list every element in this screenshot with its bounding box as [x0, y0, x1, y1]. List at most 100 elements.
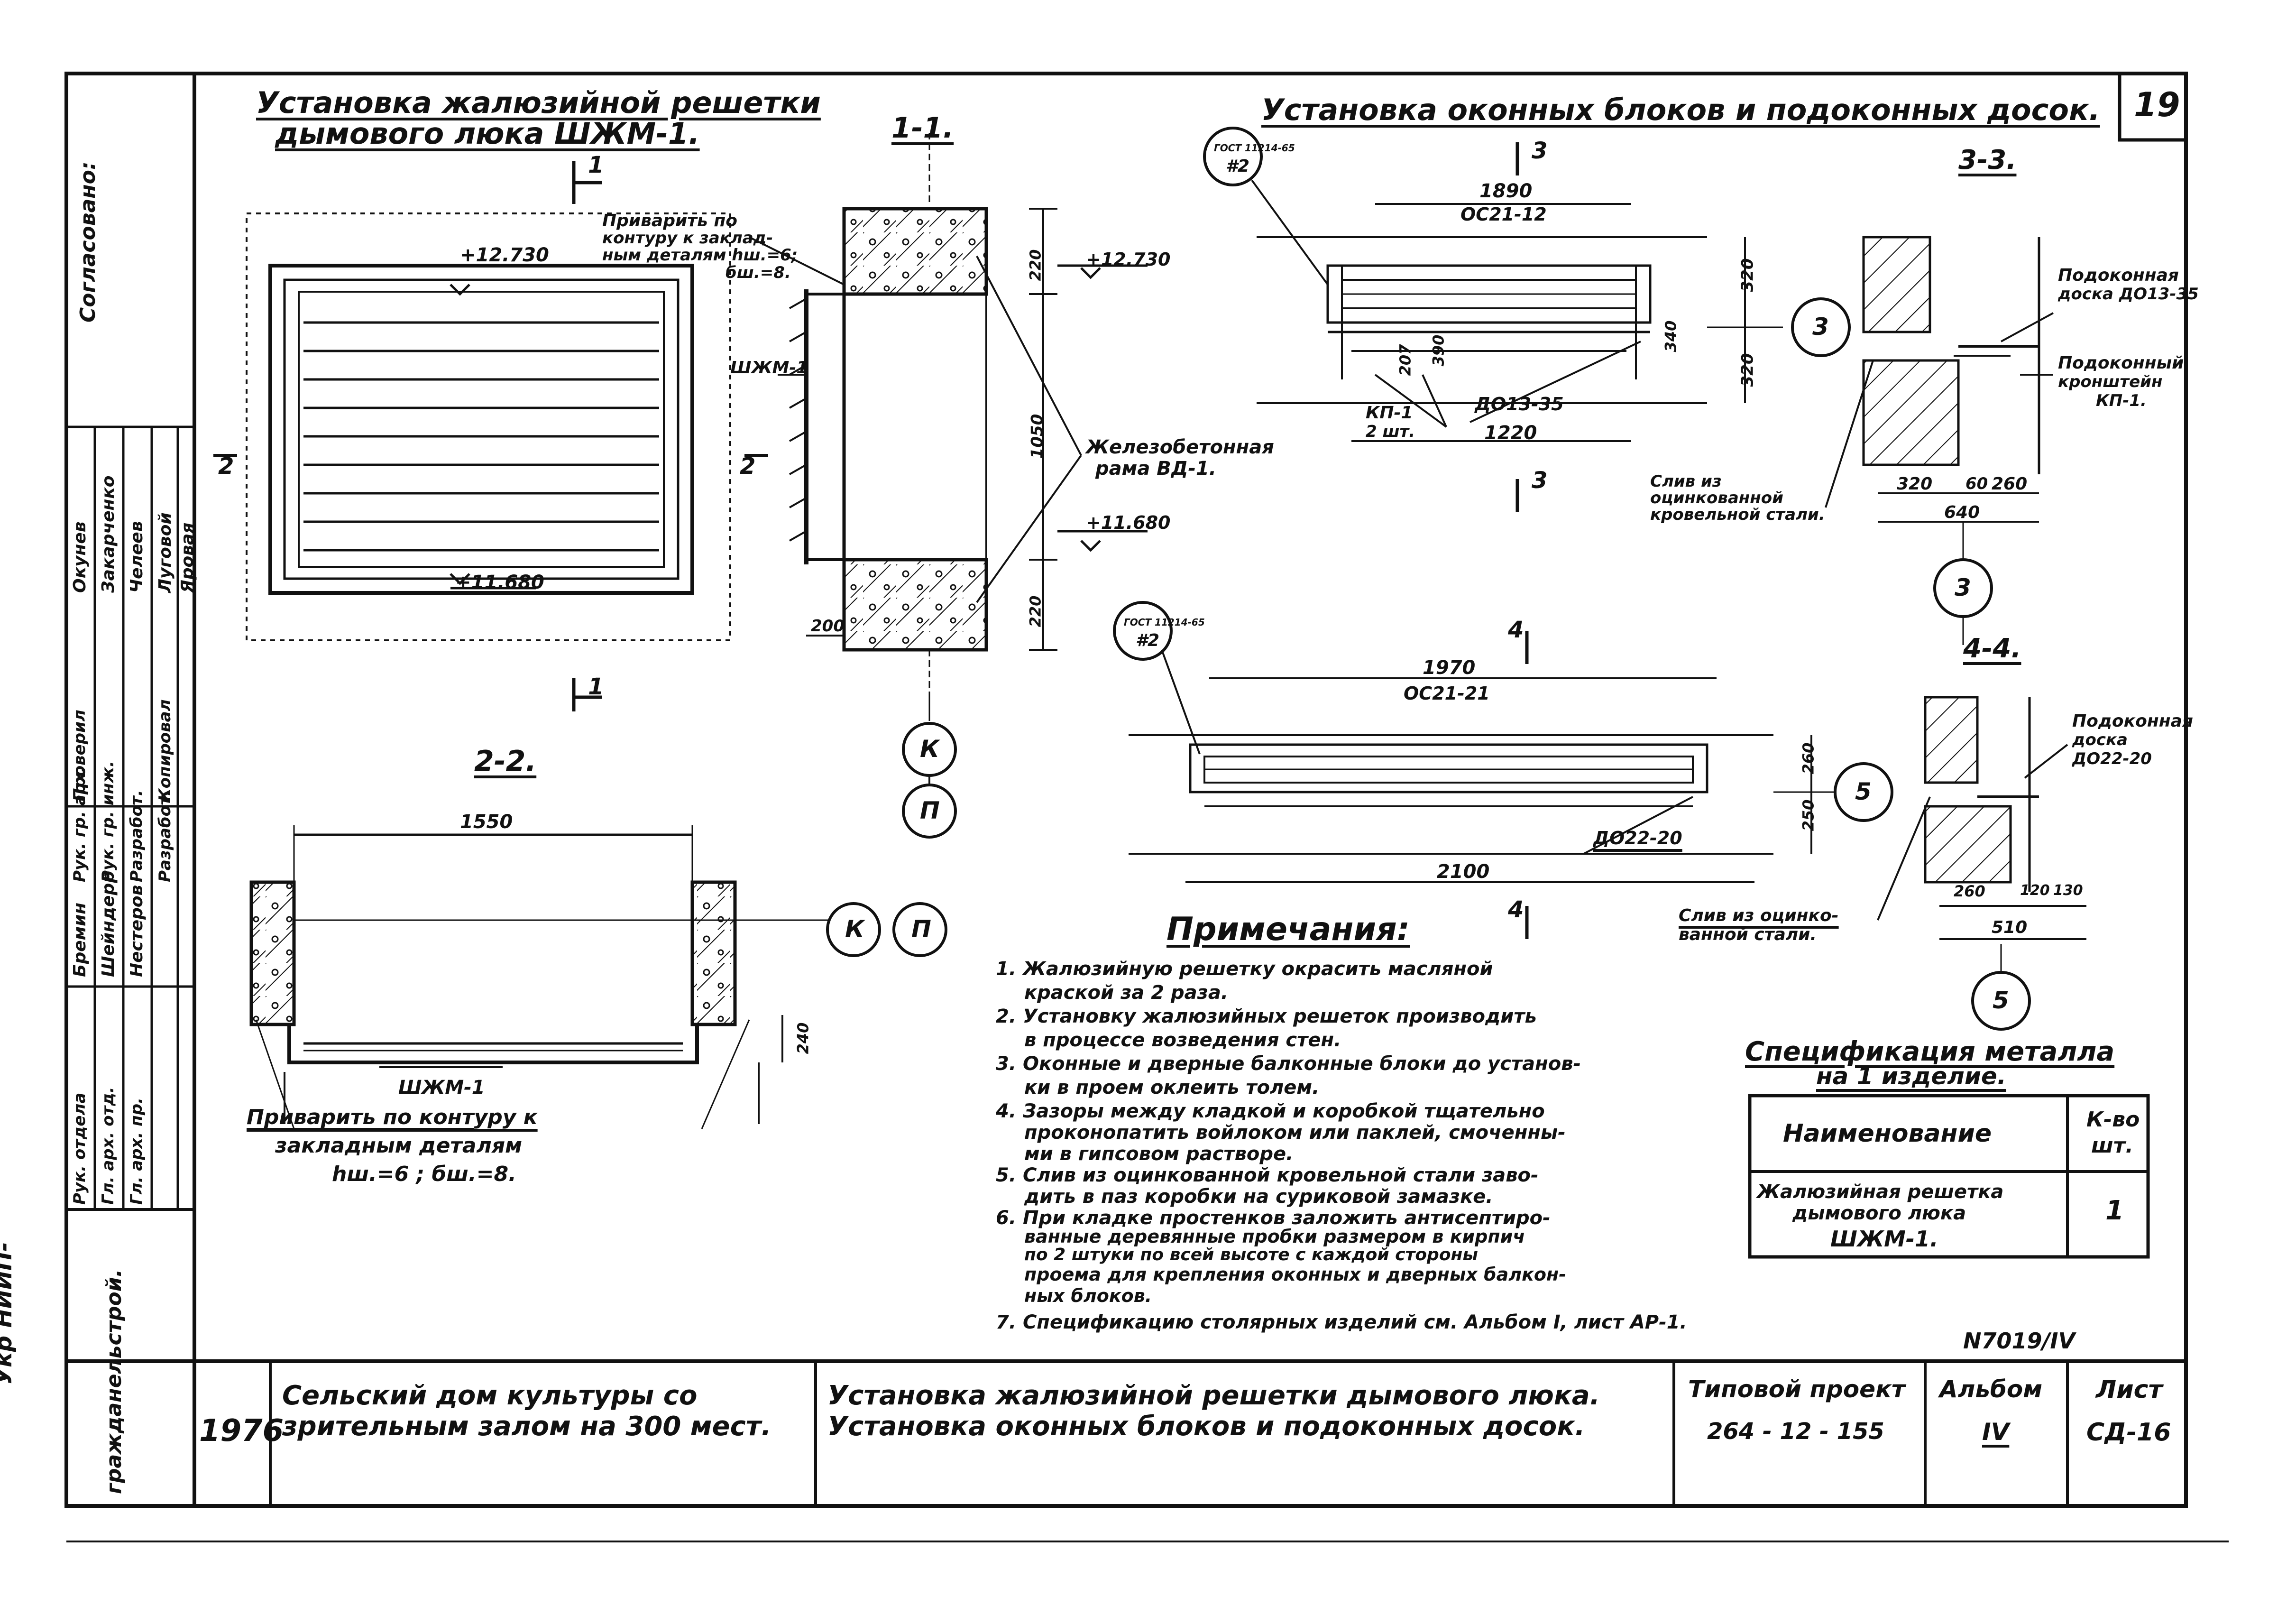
grille-label-2-2: ШЖМ-1 [398, 1077, 485, 1098]
side-approve: Согласовано: [76, 161, 100, 323]
dim-200: 200 [811, 617, 845, 636]
cut-1-top: 1 [588, 152, 604, 178]
spec-col-qty-2: шт. [2091, 1134, 2133, 1158]
stamp-role: Рук. отдела [70, 1092, 89, 1205]
gost-1: ГОСТ 11214-65 [1214, 142, 1295, 154]
weld-note-2: контуру к заклад- [602, 229, 773, 248]
section-2-2-title: 2-2. [474, 745, 537, 778]
sill2-3: ДО22-20 [2072, 749, 2152, 768]
project-label: Типовой проект [1688, 1375, 1905, 1403]
note-line: 6. При кладке простенков заложить антисе… [996, 1207, 1551, 1229]
stamp-role: Гл. арх. отд. [99, 1087, 118, 1205]
dim-250: 250 [1799, 799, 1818, 831]
frame-label-1: Железобетонная [1086, 436, 1274, 458]
mark-top-front: +12.730 [460, 244, 549, 266]
stamp-name: Закарченко [99, 475, 118, 593]
spec-row-name-1: Жалюзийная решетка [1757, 1181, 2004, 1203]
gost-2: ГОСТ 11214-65 [1124, 617, 1205, 628]
dim-1970: 1970 [1423, 657, 1476, 679]
org-1: Укр НИИП- [0, 1242, 17, 1385]
year: 1976 [199, 1413, 284, 1449]
axis-5-plan: 5 [1855, 778, 1872, 805]
window-plan-1 [1203, 127, 1851, 512]
note-line: проема для крепления оконных и дверных б… [1024, 1264, 1567, 1285]
dim-1220: 1220 [1484, 422, 1537, 444]
weld-bottom-3: hш.=6 ; бш.=8. [332, 1162, 516, 1186]
weld-note-1: Приварить по [602, 211, 737, 231]
axis-p-1: П [920, 797, 940, 824]
note-line: ми в гипсовом растворе. [1024, 1143, 1294, 1165]
section-4-4-title: 4-4. [1963, 633, 2021, 664]
stamp-role: Разработ. [156, 790, 174, 882]
section-3-3-title: 3-3. [1958, 145, 2017, 175]
kp-qty: 2 шт. [1366, 422, 1415, 441]
cut-4-top: 4 [1508, 617, 1524, 643]
drip-1: Слив из [1650, 472, 1722, 491]
drawing-title-1: Установка жалюзийной решетки дымового лю… [827, 1380, 1600, 1411]
stamp-name: Луговой [156, 512, 175, 593]
stamp-name: Нестеров [127, 885, 147, 977]
org-2: гражданельстрой. [102, 1269, 126, 1494]
spec-row-name-3: ШЖМ-1. [1830, 1226, 1938, 1252]
note-line: 1. Жалюзийную решетку окрасить масляной [996, 958, 1493, 980]
stamp-role: Рук. гр. инж. [99, 761, 118, 882]
spec-title-2: на 1 изделие. [1816, 1062, 2006, 1090]
project-number: 264 - 12 - 155 [1707, 1418, 1884, 1445]
stamp-name: Яровая [178, 522, 197, 593]
gost-mark-1: #2 [1226, 157, 1250, 176]
dim-220-bottom: 220 [1026, 595, 1045, 627]
weld-note-4: бш.=8. [726, 263, 791, 282]
object-title-1: Сельский дом культуры со [282, 1380, 698, 1411]
dim-510: 510 [1992, 918, 2028, 937]
axis-3-plan: 3 [1812, 313, 1829, 341]
note-line: в процессе возведения стен. [1024, 1029, 1341, 1051]
spec-row-name-2: дымового люка [1792, 1202, 1966, 1224]
grille-title-line1: Установка жалюзийной решетки [256, 85, 821, 120]
note-line: дить в паз коробки на суриковой замазке. [1024, 1186, 1493, 1208]
dim-1050: 1050 [1028, 414, 1047, 459]
mark-bottom-front: +11.680 [455, 572, 544, 593]
note-line: по 2 штуки по всей высоте с каждой сторо… [1024, 1245, 1478, 1264]
stamp-role: Разработ. [127, 790, 146, 882]
stamp-role: Гл. арх. пр. [127, 1097, 146, 1205]
sill-1: Подоконная [2058, 266, 2179, 285]
dim-320a: 320 [1738, 258, 1757, 292]
bracket-1: Подоконный [2058, 353, 2184, 373]
dim-60: 60 [1965, 474, 1988, 493]
sheet-label: Лист [2096, 1375, 2163, 1404]
dim-320b: 320 [1738, 353, 1757, 387]
note-line: 5. Слив из оцинкованной кровельной стали… [996, 1164, 1539, 1186]
drip2-1: Слив из оцинко- [1679, 906, 1839, 925]
album-number: IV [1982, 1418, 2010, 1446]
stamp-role: Копировал [156, 699, 174, 802]
board-2: ДО22-20 [1593, 828, 1682, 849]
dim-260: 260 [1992, 474, 2028, 494]
sheet-number: 19 [2134, 85, 2180, 124]
stamp-name: Челеев [127, 521, 147, 593]
note-line: ных блоков. [1024, 1285, 1152, 1306]
archive-number: N7019/IV [1963, 1328, 2076, 1354]
sheet-frame [64, 72, 2229, 1542]
axis-k-2: К [845, 915, 864, 943]
cut-2-left: 2 [218, 453, 234, 480]
drip2-2: ванной стали. [1679, 925, 1817, 944]
sill-2: доска ДО13-35 [2058, 285, 2199, 304]
cut-2-right: 2 [740, 453, 756, 480]
section-2-2 [247, 825, 947, 1130]
axis-k-1: К [920, 735, 939, 763]
grille-front-view [213, 161, 768, 711]
dim-320c: 320 [1897, 474, 1933, 494]
frame-label-2: рама ВД-1. [1095, 458, 1216, 480]
axis-p-2: П [911, 915, 931, 943]
note-line: ванные деревянные пробки размером в кирп… [1024, 1226, 1525, 1247]
board-1: ДО13-35 [1475, 394, 1564, 415]
mark-bottom-section: +11.680 [1086, 512, 1171, 533]
stamp-name: Окунев [70, 521, 90, 593]
drip-2: оцинкованной [1650, 489, 1783, 508]
grille-title-line2: дымового люка ШЖМ-1. [275, 116, 700, 151]
spec-table-grid [1748, 1094, 2150, 1259]
section-3-3 [1825, 236, 2054, 645]
cut-3-top: 3 [1532, 138, 1548, 164]
drip-3: кровельной стали. [1650, 505, 1825, 524]
weld-note-3: ным деталям hш.=6; [602, 246, 798, 265]
